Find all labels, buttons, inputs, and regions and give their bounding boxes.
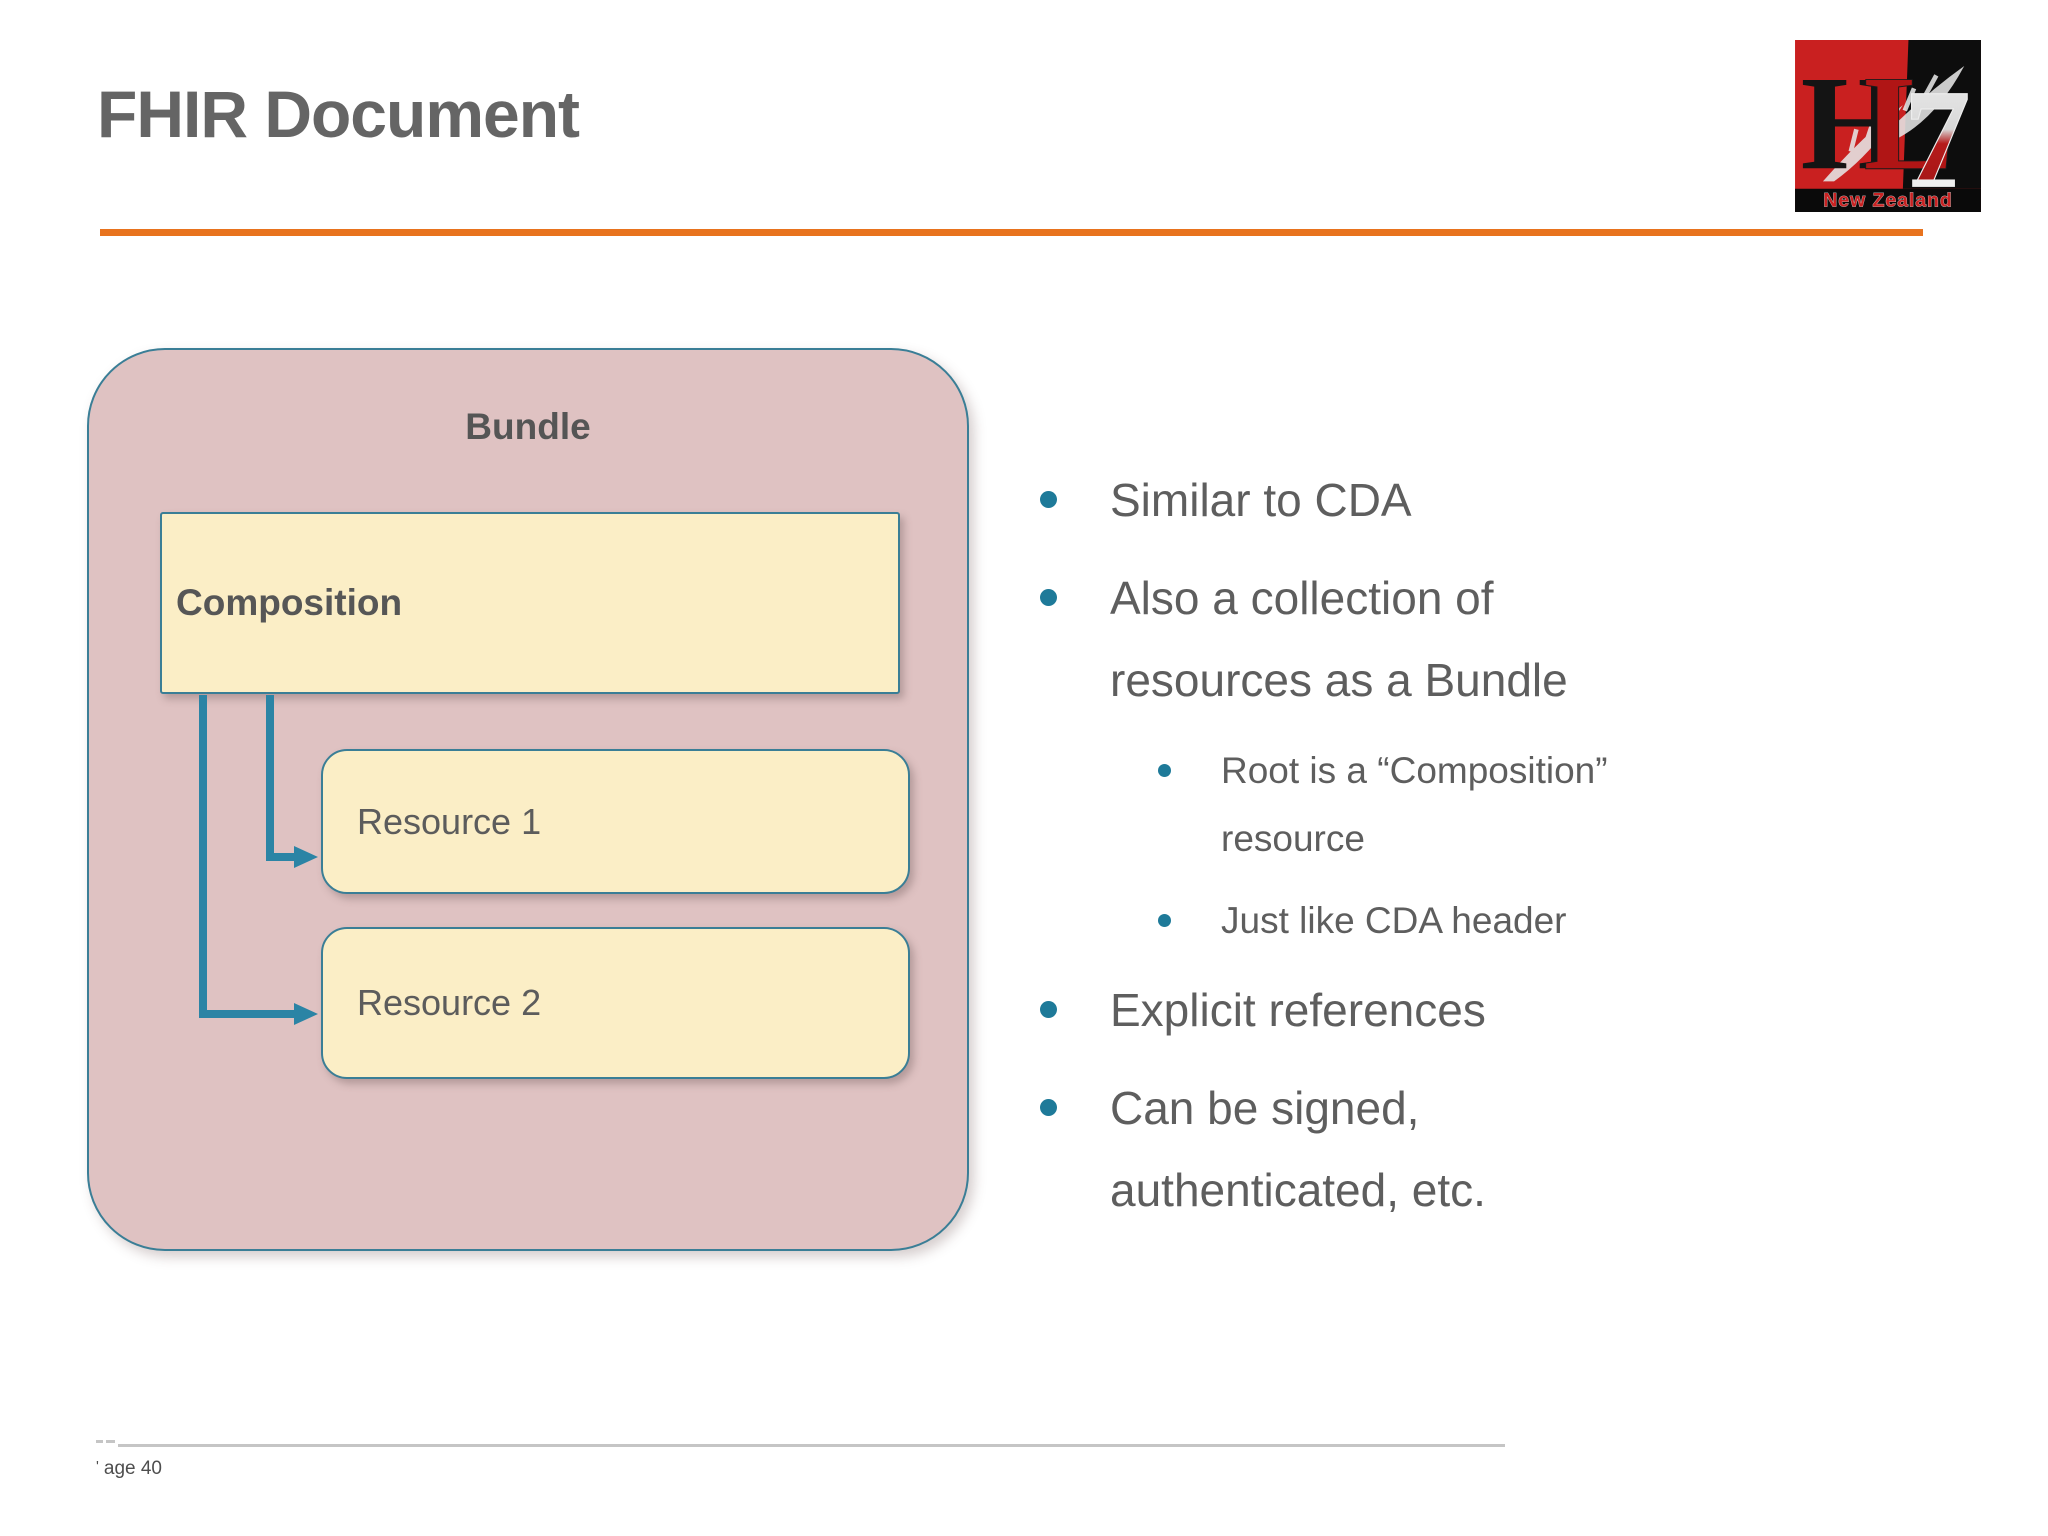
list-item: Just like CDA header xyxy=(1158,887,1740,955)
resource1-label: Resource 1 xyxy=(357,800,542,842)
list-item: Explicit references xyxy=(1040,969,1740,1051)
silver-fern-icon xyxy=(1822,66,1965,182)
list-item: Also a collection of resources as a Bund… xyxy=(1040,557,1740,721)
composition-label: Composition xyxy=(176,582,403,623)
hl7-nz-logo: H L 7 New Zealand xyxy=(1795,40,1981,212)
logo-letter-h: H xyxy=(1801,49,1906,198)
footer-dash xyxy=(96,1440,103,1443)
logo-black-field xyxy=(1902,40,1981,189)
title-underline xyxy=(100,229,1923,236)
bullet-dot xyxy=(1040,589,1057,606)
list-item: Can be signed, authenticated, etc. xyxy=(1040,1067,1740,1231)
logo-underline xyxy=(1912,179,1955,187)
bullet-text: Just like CDA header xyxy=(1221,900,1567,941)
hl7-nz-logo-graphic: H L 7 New Zealand xyxy=(1795,40,1981,212)
bundle-label: Bundle xyxy=(465,406,591,447)
bullet-list: Similar to CDA Also a collection of reso… xyxy=(1040,459,1740,1247)
resource2-box: Resource 2 xyxy=(321,927,910,1079)
logo-caption: New Zealand xyxy=(1823,189,1953,211)
bullet-dot xyxy=(1040,491,1057,508)
bundle-box: Bundle Composition Resource 1 Resource 2 xyxy=(87,348,969,1251)
list-item: Root is a “Composition” resource xyxy=(1158,737,1740,873)
logo-letter-l: L xyxy=(1864,49,1954,198)
page-number: 'age 40 xyxy=(96,1458,162,1480)
list-item: Similar to CDA xyxy=(1040,459,1740,541)
bullet-dot xyxy=(1158,764,1171,777)
resource1-box: Resource 1 xyxy=(321,749,910,894)
bullet-text: Similar to CDA xyxy=(1110,474,1412,526)
bullet-dot xyxy=(1040,1001,1057,1018)
page-number-mark: ' xyxy=(96,1458,99,1475)
bullet-text: Root is a “Composition” resource xyxy=(1221,750,1608,859)
logo-caption-band xyxy=(1795,188,1981,212)
bullet-dot xyxy=(1158,914,1171,927)
footer-dash xyxy=(106,1440,115,1443)
bullet-text: Also a collection of resources as a Bund… xyxy=(1110,572,1568,706)
composition-box: Composition xyxy=(160,512,900,694)
footer-divider xyxy=(118,1444,1505,1447)
bullet-text: Explicit references xyxy=(1110,984,1486,1036)
bullet-dot xyxy=(1040,1099,1057,1116)
arrow-composition-to-resource2 xyxy=(199,695,318,1025)
page-title: FHIR Document xyxy=(97,77,580,151)
bullet-text: Can be signed, authenticated, etc. xyxy=(1110,1082,1486,1216)
page-number-label: age 40 xyxy=(103,1458,162,1479)
resource2-label: Resource 2 xyxy=(357,982,542,1023)
arrow-composition-to-resource1 xyxy=(266,695,318,868)
